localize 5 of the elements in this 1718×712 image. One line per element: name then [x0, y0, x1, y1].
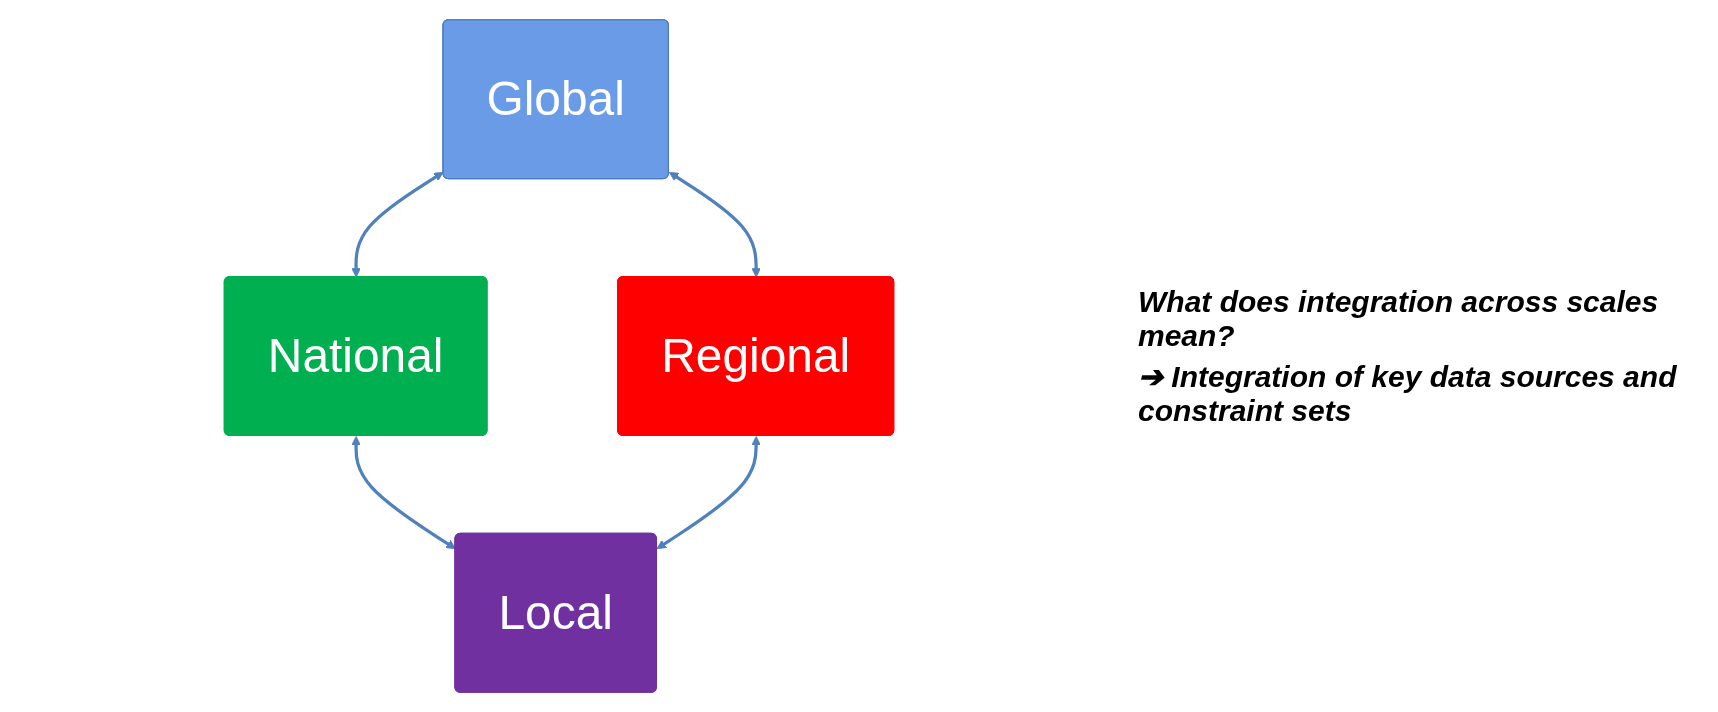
arrow — [656, 436, 761, 550]
arrow — [351, 171, 444, 278]
note-text: What does integration across scales mean? — [1138, 284, 1660, 353]
note-text: ➔ Integration of key data sources and constraint sets — [1138, 358, 1678, 428]
arrow — [668, 171, 761, 278]
